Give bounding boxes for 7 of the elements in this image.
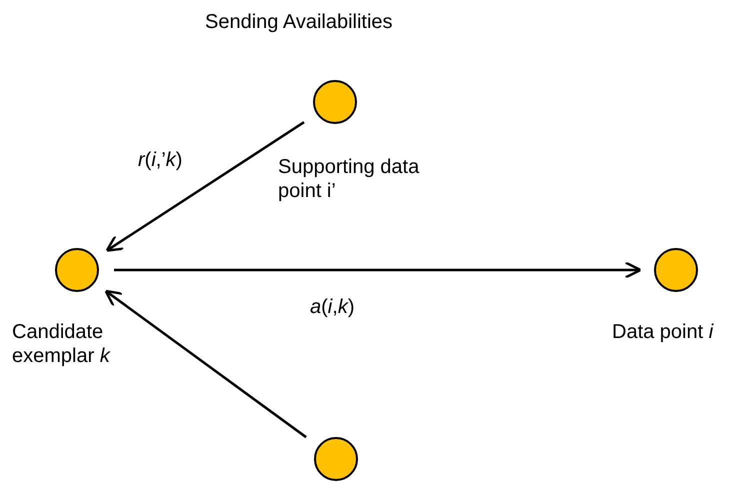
node-caption: Data point i [612,320,715,344]
node-caption: Supporting data point i’ [278,155,420,203]
node-caption: Candidate exemplar k [12,320,112,368]
arrow [104,290,307,438]
title: Sending Availabilities [205,10,393,34]
arrow [114,261,642,279]
arrow [106,121,305,252]
